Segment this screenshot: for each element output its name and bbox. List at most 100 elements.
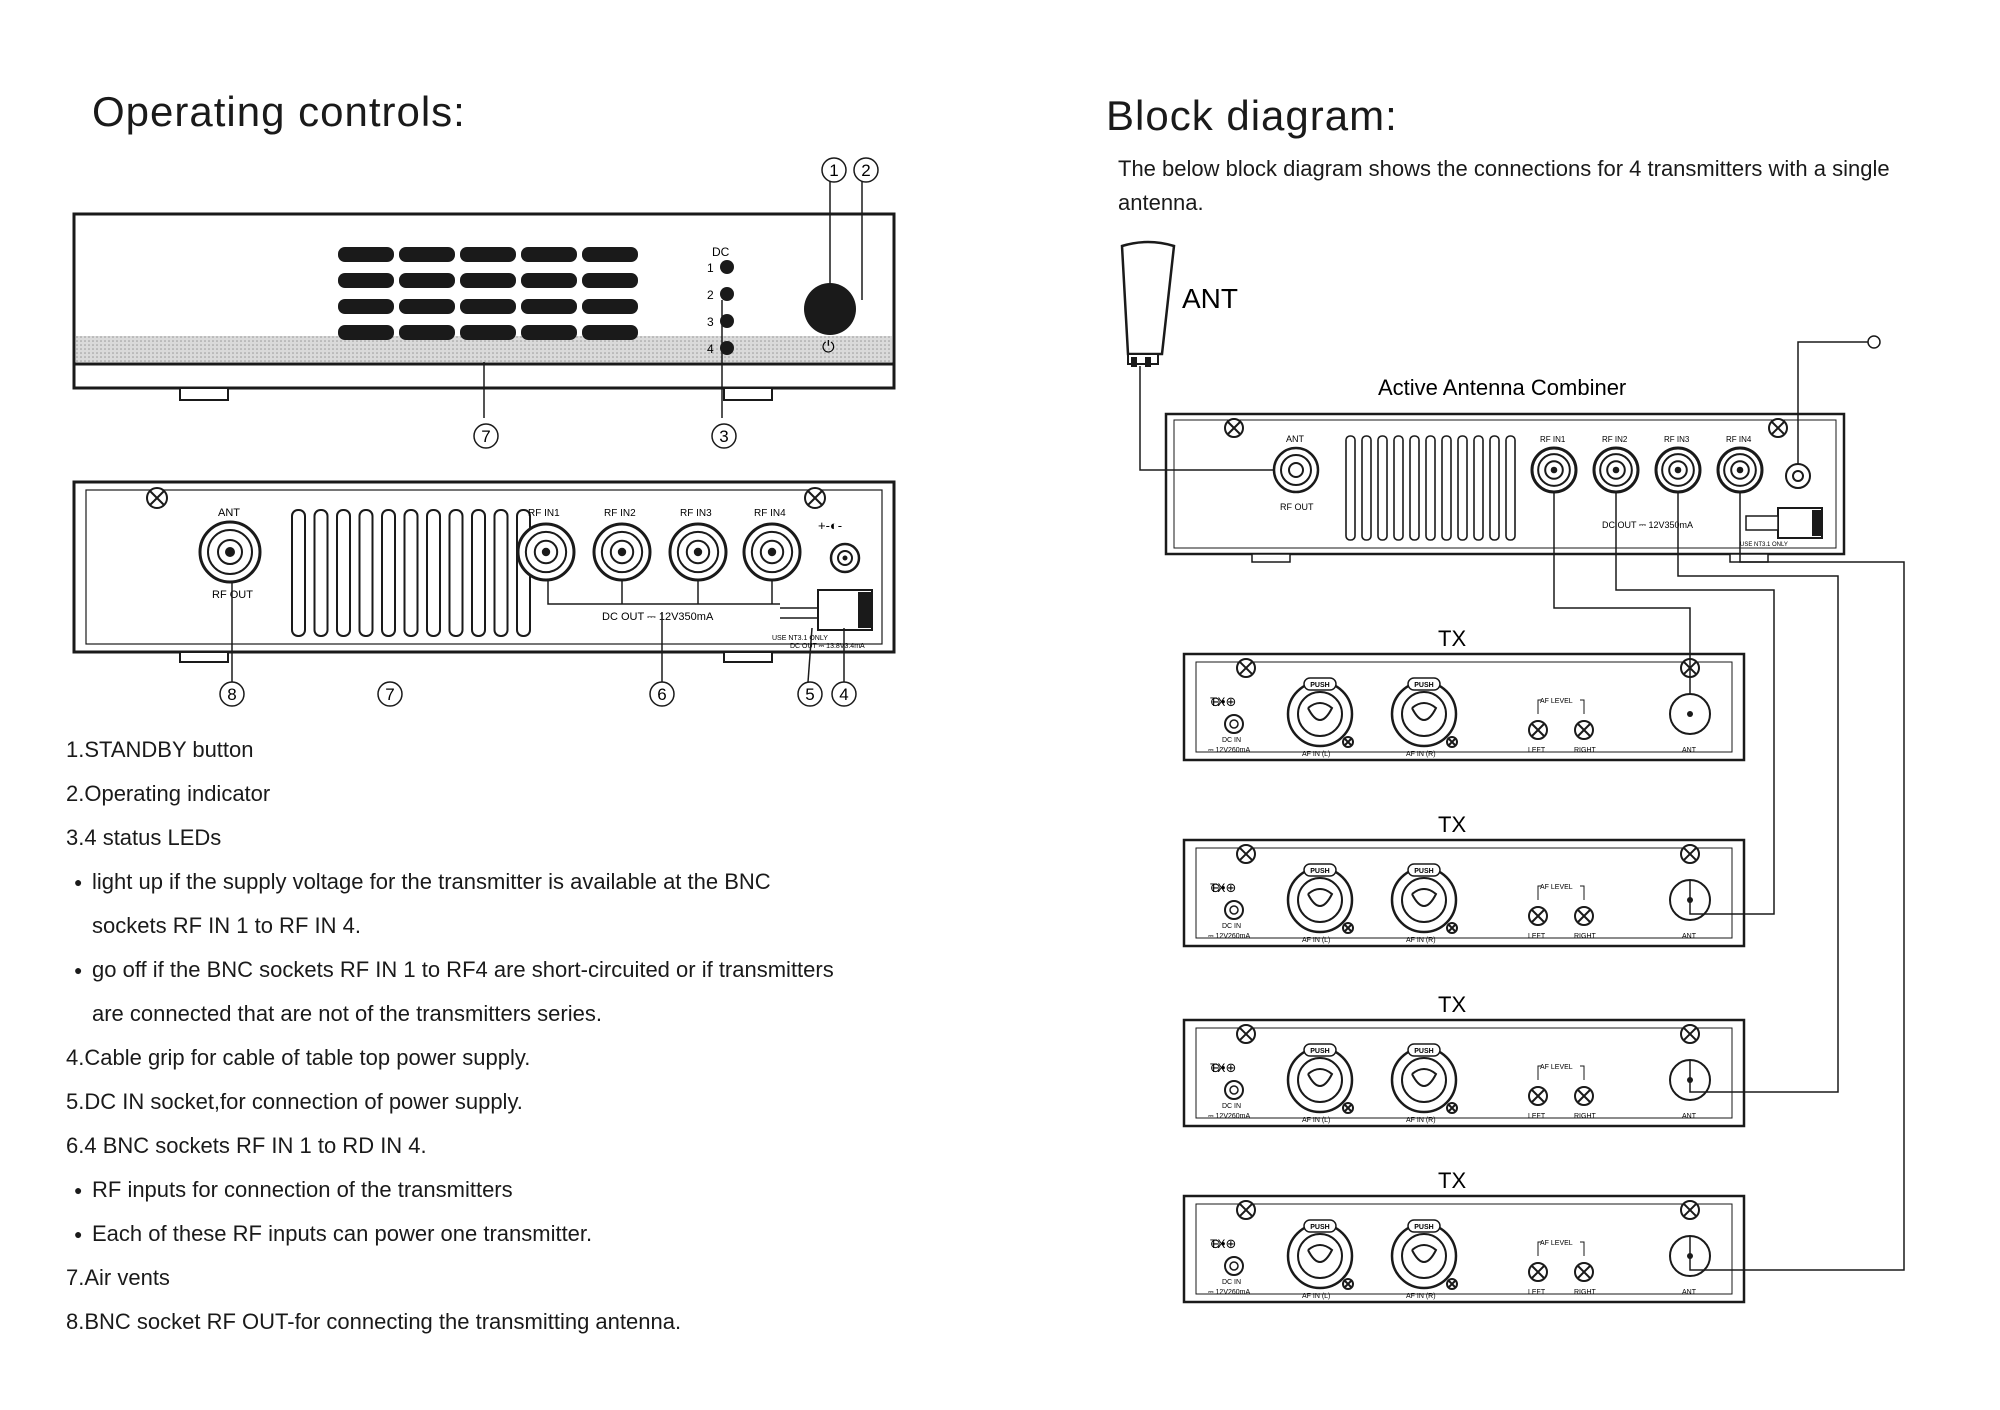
vent-slot bbox=[399, 247, 455, 262]
tx-dc-in-socket[interactable] bbox=[1224, 714, 1244, 734]
rf-in-3-socket[interactable] bbox=[668, 522, 728, 582]
dc-polarity-icon: TX bbox=[1210, 695, 1225, 709]
combiner-rf-in-label: RF IN3 bbox=[1664, 435, 1690, 444]
status-led bbox=[720, 314, 734, 328]
front-air-vents bbox=[338, 247, 638, 340]
vent-slot bbox=[582, 299, 638, 314]
power-plug-icon bbox=[1867, 335, 1881, 349]
status-led bbox=[720, 287, 734, 301]
tx-dc-in-socket[interactable] bbox=[1224, 1080, 1244, 1100]
callout-marker: 4 bbox=[831, 681, 857, 707]
callout-marker: 6 bbox=[649, 681, 675, 707]
push-label: PUSH bbox=[1310, 1048, 1329, 1055]
combiner-rf-in-label: RF IN4 bbox=[1726, 435, 1752, 444]
combiner-rf-in-label: RF IN2 bbox=[1602, 435, 1628, 444]
level-left-knob[interactable] bbox=[1528, 720, 1548, 740]
screw-icon bbox=[804, 487, 826, 509]
tx-ant-socket[interactable] bbox=[1669, 693, 1711, 735]
status-led bbox=[720, 341, 734, 355]
vent-slot bbox=[471, 509, 486, 637]
tx-dc-in-socket[interactable] bbox=[1224, 1256, 1244, 1276]
tx-ant-label: ANT bbox=[1682, 933, 1697, 940]
xlr-left-input[interactable]: PUSH bbox=[1286, 677, 1354, 748]
rf-out-bnc-socket[interactable] bbox=[198, 520, 262, 584]
combiner-rf-in-2-socket[interactable] bbox=[1592, 446, 1640, 494]
tx-label: TX bbox=[1438, 1168, 1466, 1193]
tx-label: TX bbox=[1438, 812, 1466, 837]
af-in-label: AF IN (R) bbox=[1406, 937, 1436, 944]
combiner-rf-in-label: RF IN1 bbox=[1540, 435, 1566, 444]
level-right-knob[interactable] bbox=[1574, 906, 1594, 926]
block-diagram-title: Block diagram: bbox=[1106, 92, 1398, 139]
level-right-knob[interactable] bbox=[1574, 1262, 1594, 1282]
polarity-icon: +-◐- bbox=[818, 518, 842, 533]
callout-marker: 5 bbox=[797, 681, 823, 707]
vent-slot bbox=[521, 299, 577, 314]
tx-dc-in-label: DC IN bbox=[1222, 1103, 1241, 1110]
tx-ant-label: ANT bbox=[1682, 747, 1697, 754]
combiner-rf-in-3-socket[interactable] bbox=[1654, 446, 1702, 494]
tx-left-label: LEFT bbox=[1528, 1113, 1546, 1120]
xlr-right-input[interactable]: PUSH bbox=[1390, 1219, 1458, 1290]
rf-in-label: RF IN2 bbox=[604, 508, 636, 519]
dc-polarity-icon: ⊖•⊕ bbox=[1210, 1060, 1236, 1075]
xlr-right-input[interactable]: PUSH bbox=[1390, 677, 1458, 748]
screw-icon bbox=[1342, 736, 1354, 748]
dc-polarity-icon: TX bbox=[1210, 1237, 1225, 1251]
combiner-rf-in-1-socket[interactable] bbox=[1530, 446, 1578, 494]
af-level-label: AF LEVEL bbox=[1540, 698, 1573, 705]
tx-right-label: RIGHT bbox=[1574, 1289, 1597, 1296]
tx-right-label: RIGHT bbox=[1574, 747, 1597, 754]
level-right-knob[interactable] bbox=[1574, 1086, 1594, 1106]
rf-in-1-socket[interactable] bbox=[516, 522, 576, 582]
push-label: PUSH bbox=[1414, 1048, 1433, 1055]
level-left-knob[interactable] bbox=[1528, 906, 1548, 926]
callout-number: 8 bbox=[227, 685, 236, 704]
screw-icon bbox=[1236, 1200, 1256, 1220]
dc-polarity-icon: ⊖•⊕ bbox=[1210, 880, 1236, 895]
vent-slot bbox=[460, 325, 516, 340]
xlr-left-input[interactable]: PUSH bbox=[1286, 863, 1354, 934]
dc-polarity-icon: ⊖•⊕ bbox=[1210, 1236, 1236, 1251]
combiner-rf-in-4-socket[interactable] bbox=[1716, 446, 1764, 494]
xlr-left-input[interactable]: PUSH bbox=[1286, 1043, 1354, 1114]
callout-number: 5 bbox=[805, 685, 814, 704]
status-led bbox=[720, 260, 734, 274]
combiner-dc-in-socket[interactable] bbox=[1785, 463, 1811, 489]
tx-dc-spec: ⎓ 12V260mA bbox=[1208, 747, 1250, 754]
xlr-right-input[interactable]: PUSH bbox=[1390, 863, 1458, 934]
tx-dc-in-label: DC IN bbox=[1222, 1279, 1241, 1286]
dc-in-socket[interactable] bbox=[829, 542, 861, 574]
list-item: 6.4 BNC sockets RF IN 1 to RD IN 4. bbox=[66, 1133, 427, 1158]
callout-number: 4 bbox=[839, 685, 848, 704]
standby-button[interactable] bbox=[804, 283, 856, 335]
level-left-knob[interactable] bbox=[1528, 1086, 1548, 1106]
level-left-knob[interactable] bbox=[1528, 1262, 1548, 1282]
rf-in-2-socket[interactable] bbox=[592, 522, 652, 582]
led-number: 3 bbox=[707, 315, 714, 329]
level-right-knob[interactable] bbox=[1574, 720, 1594, 740]
rf-in-4-socket[interactable] bbox=[742, 522, 802, 582]
list-item: 5.DC IN socket,for connection of power s… bbox=[66, 1089, 523, 1114]
callout-marker: 2 bbox=[853, 157, 879, 183]
xlr-left-input[interactable]: PUSH bbox=[1286, 1219, 1354, 1290]
tx-dc-in-socket[interactable] bbox=[1224, 900, 1244, 920]
screw-icon bbox=[1236, 844, 1256, 864]
callout-number: 3 bbox=[719, 427, 728, 446]
combiner-rf-out-socket[interactable] bbox=[1272, 446, 1320, 494]
push-label: PUSH bbox=[1414, 682, 1433, 689]
tx-left-label: LEFT bbox=[1528, 747, 1546, 754]
coax-cable bbox=[1689, 492, 1905, 1271]
coax-cable bbox=[1677, 492, 1839, 1093]
xlr-right-input[interactable]: PUSH bbox=[1390, 1043, 1458, 1114]
af-level-label: AF LEVEL bbox=[1540, 1064, 1573, 1071]
push-label: PUSH bbox=[1414, 1224, 1433, 1231]
tx-dc-in-label: DC IN bbox=[1222, 923, 1241, 930]
